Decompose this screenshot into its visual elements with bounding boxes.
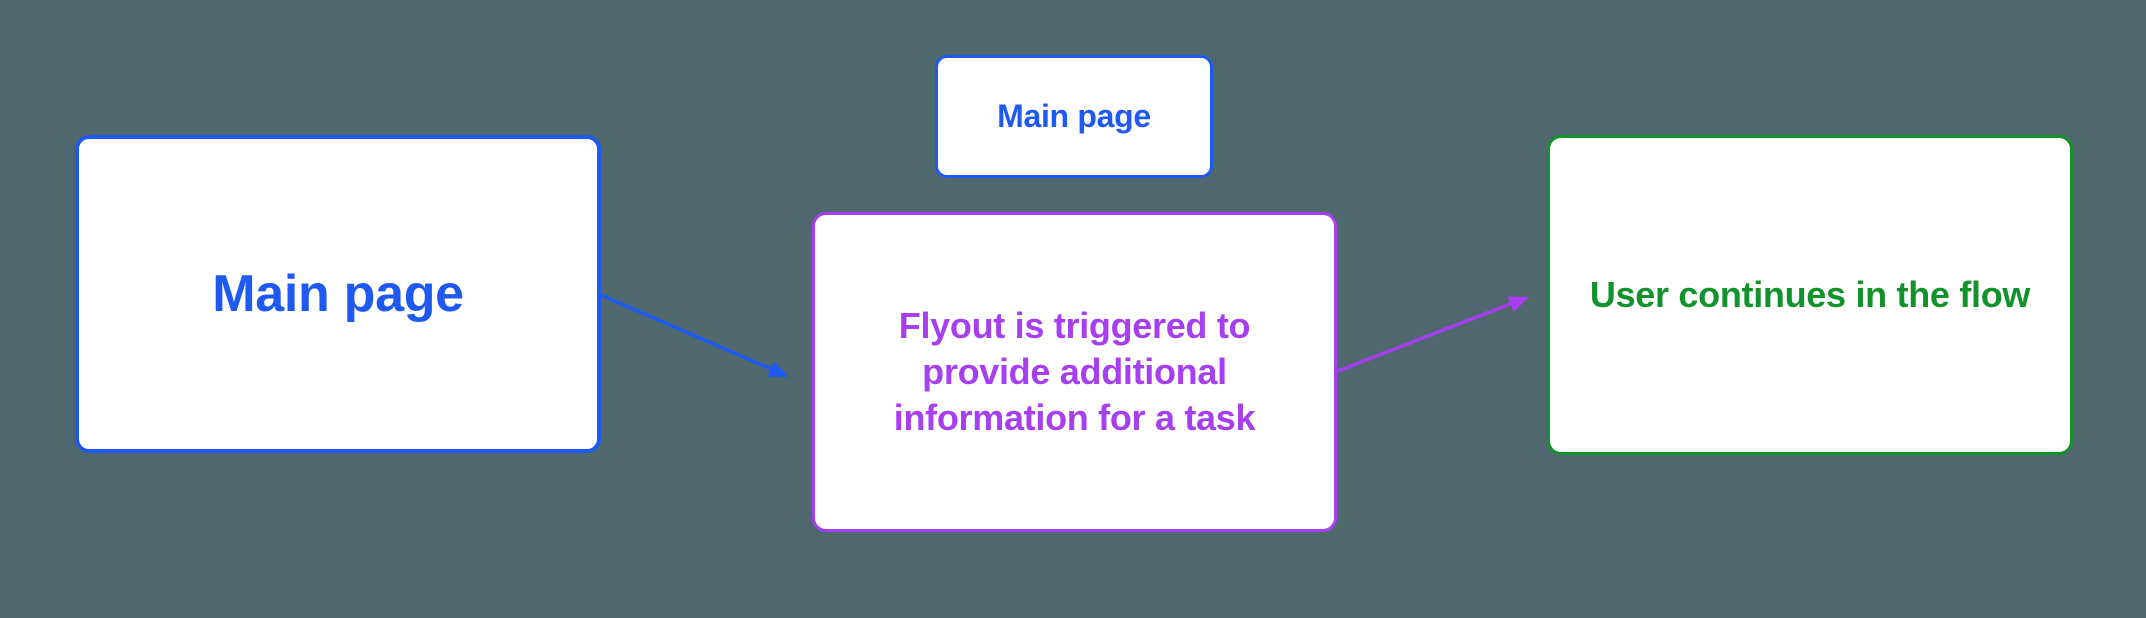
node-main-page-large-label: Main page xyxy=(212,265,464,323)
node-main-page-small-label: Main page xyxy=(997,98,1151,134)
arrowhead-icon xyxy=(1507,296,1529,313)
arrowhead-icon xyxy=(767,361,789,377)
node-main-page-small[interactable]: Main page xyxy=(935,55,1213,178)
node-flyout-note[interactable]: Flyout is triggered to provide additiona… xyxy=(812,212,1337,532)
node-main-page-large[interactable]: Main page xyxy=(75,135,601,453)
node-user-continues[interactable]: User continues in the flow xyxy=(1547,135,2073,455)
connector-flyout-to-continue[interactable] xyxy=(1336,296,1529,373)
node-user-continues-label: User continues in the flow xyxy=(1589,274,2031,315)
connector-main-to-flyout-line[interactable] xyxy=(601,294,773,371)
node-flyout-note-label: Flyout is triggered to provide additiona… xyxy=(893,305,1256,438)
connector-flyout-to-continue-line[interactable] xyxy=(1336,302,1512,373)
connector-main-to-flyout[interactable] xyxy=(601,294,789,377)
